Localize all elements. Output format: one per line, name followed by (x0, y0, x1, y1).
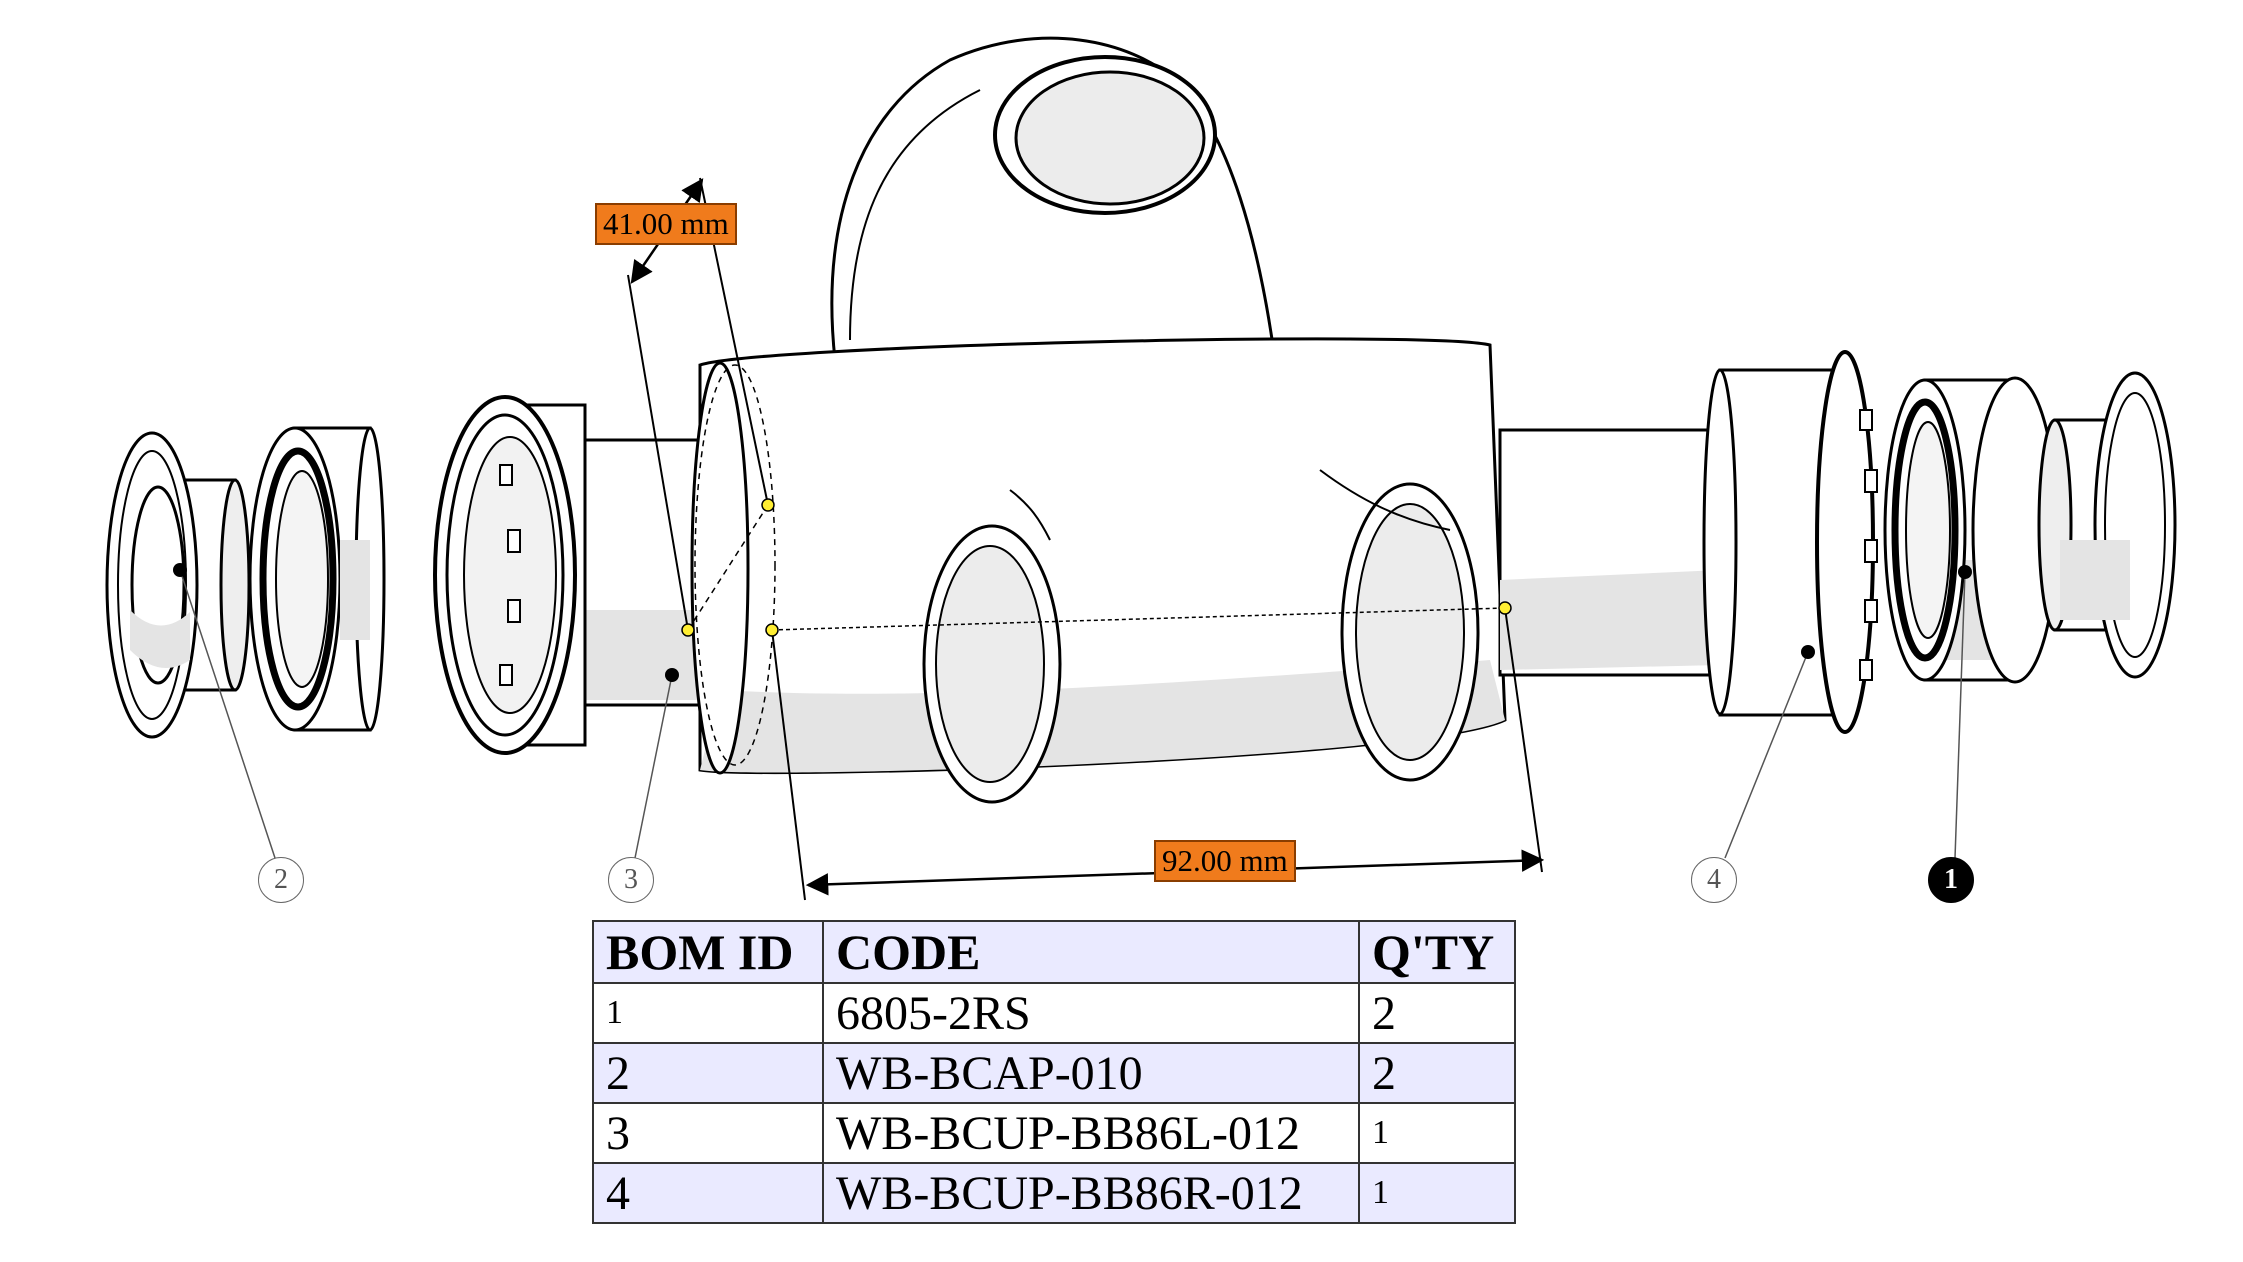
bearing-left (248, 426, 386, 732)
bom-cell-id: 2 (592, 1042, 824, 1104)
bom-cell-id: 3 (592, 1102, 824, 1164)
balloon-part-3[interactable]: 3 (608, 857, 654, 903)
bom-cell-id: 4 (592, 1162, 824, 1224)
bearing-cap-right (2037, 371, 2177, 679)
diameter-dimension-label: 41.00 mm (595, 203, 737, 245)
bom-cell-code: WB-BCUP-BB86L-012 (822, 1102, 1360, 1164)
bom-cell-code: WB-BCUP-BB86R-012 (822, 1162, 1360, 1224)
bom-cell-qty: 2 (1358, 982, 1516, 1044)
bom-row: 3 WB-BCUP-BB86L-012 1 (592, 1102, 1516, 1164)
bom-row: 1 6805-2RS 2 (592, 982, 1516, 1044)
bom-row: 2 WB-BCAP-010 2 (592, 1042, 1516, 1104)
leader-dots (173, 563, 1972, 682)
bom-cell-code: 6805-2RS (822, 982, 1360, 1044)
balloon-leaders (179, 569, 1966, 859)
bom-header-id: BOM ID (592, 920, 824, 984)
bom-cell-qty: 1 (1358, 1162, 1516, 1224)
bearing-right (1883, 376, 2059, 684)
balloon-part-2[interactable]: 2 (258, 857, 304, 903)
bb-shell (690, 36, 1507, 804)
bb-cup-right (1498, 350, 1878, 734)
diameter-dimension (627, 177, 776, 766)
bom-header-qty: Q'TY (1358, 920, 1516, 984)
bom-header-code: CODE (822, 920, 1360, 984)
bom-cell-id: 1 (592, 982, 824, 1044)
bearing-cap-left (105, 431, 251, 739)
balloon-part-1[interactable]: 1 (1928, 857, 1974, 903)
bom-row: 4 WB-BCUP-BB86R-012 1 (592, 1162, 1516, 1224)
snap-points (681, 498, 1512, 637)
bom-header-row: BOM ID CODE Q'TY (592, 920, 1516, 984)
bom-cell-code: WB-BCAP-010 (822, 1042, 1360, 1104)
bom-cell-qty: 1 (1358, 1102, 1516, 1164)
bom-table: BOM ID CODE Q'TY 1 6805-2RS 2 2 WB-BCAP-… (592, 920, 1516, 1224)
bom-cell-qty: 2 (1358, 1042, 1516, 1104)
balloon-part-4[interactable]: 4 (1691, 857, 1737, 903)
length-dimension-label: 92.00 mm (1154, 840, 1296, 882)
